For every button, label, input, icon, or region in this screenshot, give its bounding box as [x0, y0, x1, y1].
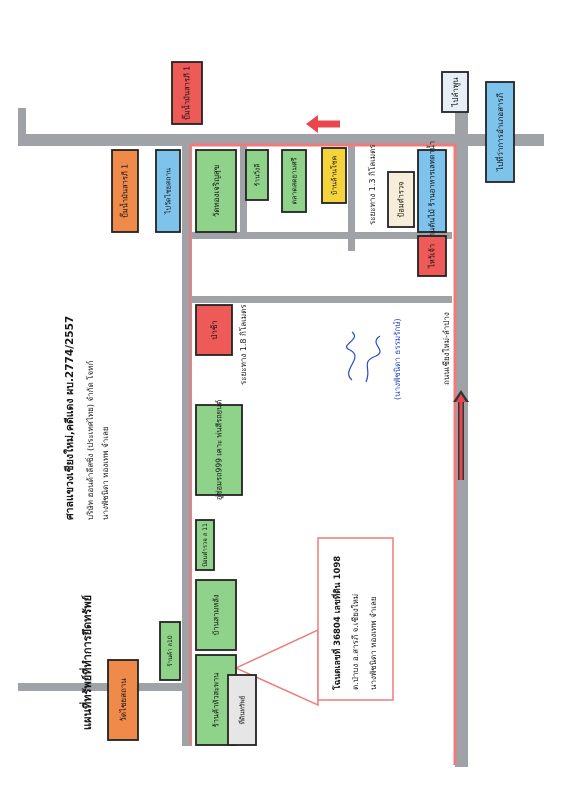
landmark-label: ป้อมตำรวจ ล 11 — [202, 523, 209, 567]
landmark-pata: ป้อมตำรวจ — [387, 171, 415, 228]
landmark-label: วัดทองเจริญสุข — [212, 165, 221, 218]
landmark-label: ร้านค้าหัวสะพาน — [212, 673, 221, 728]
branch-road-3 — [18, 683, 182, 691]
landmark-village-sign: ปั๊มน้ำมันสารภี 1 — [111, 149, 139, 233]
landmark-label: บ้านล้านโชค — [329, 156, 338, 196]
landmark-label: ปั๊มน้ำมันสารภี 1 — [182, 66, 192, 120]
highway-direction-arrow — [453, 390, 469, 480]
deed-line-3: นางพัชนิดา ทองเทพ จำเลย — [369, 596, 378, 690]
landmark-label: ร้านวิ่งลี — [252, 164, 261, 186]
landmark-property: ที่ดินทรัพย์ — [227, 674, 257, 746]
landmark-village-sign: ปั๊มน้ำมันสารภี 1 — [171, 61, 203, 125]
landmark-box — [111, 149, 139, 233]
left-top-road — [18, 108, 26, 146]
landmark-label: ป่าช้า — [210, 320, 219, 340]
landmark-label: ไหว้เจ้า — [428, 244, 437, 269]
landmark-boxes: ไปลำพูนไปที่ว่าการอำเภอสารภีปั๊มน้ำมันสา… — [107, 61, 515, 746]
landmark-box — [321, 147, 347, 204]
landmark-box — [227, 674, 257, 746]
landmark-post-sign: ไปวัดไชยสถาน — [155, 149, 181, 233]
stub-road-2 — [348, 146, 355, 251]
landmark-box — [159, 621, 181, 681]
landmark-box — [245, 149, 269, 201]
landmark-nursery-shop: ร้านต้นไม้ ร้านอาหารเลทดาน้ำ — [417, 141, 447, 241]
landmark-label: อู่ซ่อมรถ999 เคาะ พ่นสีรถยนต์ — [215, 400, 224, 500]
landmark-saraphi-office: ไปที่ว่าการอำเภอสารภี — [485, 81, 515, 183]
landmark-wat-chai: วัดไชยสถาน — [107, 659, 139, 741]
landmark-box — [281, 149, 307, 213]
landmark-noodle: ร้านค้า ล10 — [159, 621, 181, 681]
landmark-box — [485, 81, 515, 183]
landmark-box — [417, 149, 447, 233]
route-line — [190, 143, 457, 765]
top-cross-road — [18, 134, 544, 146]
landmark-box — [171, 61, 203, 125]
deed-callout: โฉนดเลขที่ 36804 เลขที่ดิน 1098 ต.ป่าบง … — [234, 537, 394, 707]
landmark-box — [195, 149, 237, 233]
road-network — [18, 72, 544, 767]
landmark-box — [155, 149, 181, 233]
landmark-box — [441, 71, 469, 113]
landmark-box — [195, 404, 243, 496]
branch-road-1 — [192, 232, 452, 239]
landmark-label: ไปที่ว่าการอำเภอสารภี — [494, 93, 505, 172]
landmark-mansion: อู่ซ่อมรถ999 เคาะ พ่นสีรถยนต์ — [195, 400, 243, 500]
landmark-label: บ้านสามหลัง — [212, 594, 221, 635]
landmark-box — [387, 171, 415, 228]
landmark-chiang-mai-nirun: ตลาดสดยามศรี — [281, 149, 307, 213]
landmark-label: ไปลำพูน — [451, 77, 461, 108]
landmark-unit-small: ร้านวิ่งลี — [245, 149, 269, 201]
signature-name: (นางพัชนิดา ธรรมรักษ์) — [392, 318, 402, 400]
landmark-lamp-wat: ป้อมตำรวจ ล 11 — [195, 519, 215, 571]
landmark-label: ไปวัดไชยสถาน — [163, 168, 172, 215]
case-court-line: ศาลแขวงเชียงใหม่,คดีแดง ผบ.2774/2557 — [62, 316, 76, 520]
deed-line-2: ต.ป่าบง อ.สารภี จ.เชียงใหม่ — [351, 594, 360, 690]
left-vertical-road — [182, 146, 192, 746]
landmark-box — [195, 519, 215, 571]
landmark-box — [195, 304, 233, 356]
landmark-label: ร้านต้นไม้ ร้านอาหารเลทดาน้ำ — [427, 141, 437, 241]
landmark-box — [417, 235, 447, 277]
landmark-label: ตลาดสดยามศรี — [290, 157, 298, 204]
landmark-temple-sign: วัดทองเจริญสุข — [195, 149, 237, 233]
landmark-label: ป้อมตำรวจ — [397, 182, 406, 218]
landmark-box — [107, 659, 139, 741]
landmark-box — [195, 579, 237, 651]
distance-1-3-label: ระยะทาง 1.3 กิโลเมตร — [367, 144, 377, 225]
map-title: แผนที่ทรัพย์ที่ทำการยึดทรัพย์ — [79, 595, 94, 730]
stub-road-1 — [240, 146, 247, 232]
landmark-label: วัดไชยสถาน — [119, 678, 128, 722]
signature-scribble — [346, 331, 381, 383]
case-defendant-line: นางพัชนิดา ทองเทพ จำเลย — [101, 426, 110, 520]
map-title-block: แผนที่ทรัพย์ที่ทำการยึดทรัพย์ ศาลแขวงเชี… — [62, 316, 110, 730]
landmark-label: ร้านค้า ล10 — [167, 635, 174, 666]
landmark-lanna-house: บ้านล้านโชค — [321, 147, 347, 204]
landmark-label: ที่ดินทรัพย์ — [237, 695, 246, 724]
main-road-label: ถนนเชียงใหม่-ลำปาง — [442, 312, 451, 385]
deed-line-1: โฉนดเลขที่ 36804 เลขที่ดิน 1098 — [330, 556, 343, 691]
signature-block: (นางพัชนิดา ธรรมรักษ์) — [346, 318, 402, 400]
landmark-nongpa: ป่าช้า — [195, 304, 233, 356]
landmark-to-lamphun: ไปลำพูน — [441, 71, 469, 113]
landmark-label: ปั๊มน้ำมันสารภี 1 — [120, 164, 130, 218]
branch-road-2 — [192, 296, 452, 303]
distance-1-8-label: ระยะทาง 1.8 กิโลเมตร — [238, 304, 248, 385]
landmark-school: บ้านสามหลัง — [195, 579, 237, 651]
case-plaintiff-line: บริษัท ฮอนด้าลีสซิ่ง (ประเทศไทย) จำกัด โ… — [84, 360, 95, 520]
top-direction-arrow — [306, 115, 340, 133]
landmark-sales: ไหว้เจ้า — [417, 235, 447, 277]
